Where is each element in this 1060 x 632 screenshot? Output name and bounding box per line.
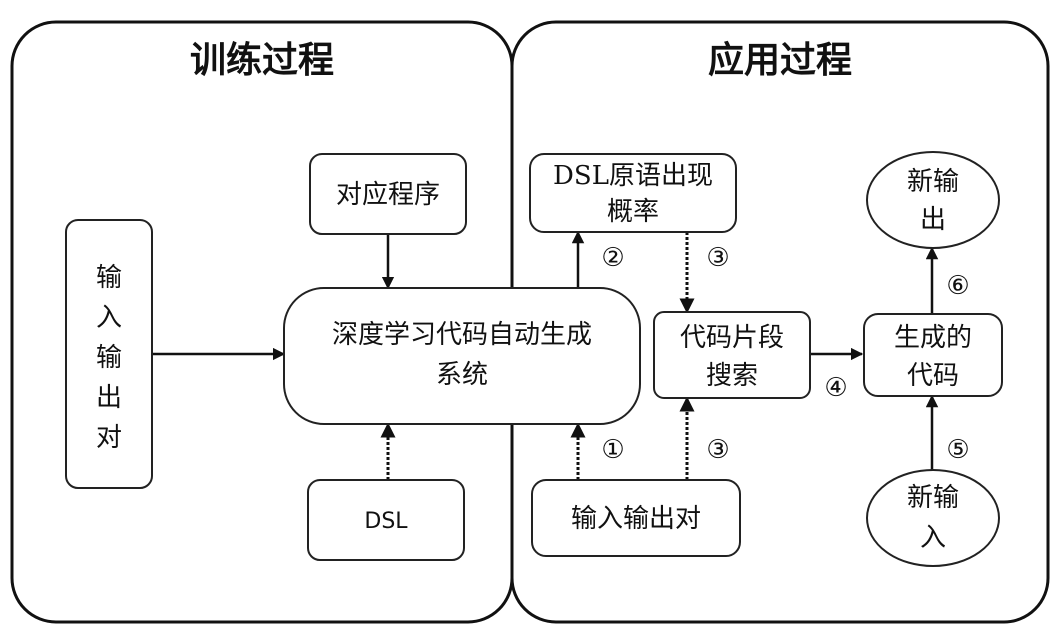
step-badge: ⑥ [946,271,969,301]
new-input-label-line1: 新输 [907,483,959,513]
dsl-prob-box: DSL原语出现 概率 [529,153,737,233]
io-pairs-char: 出 [96,383,122,413]
program-label: 对应程序 [336,180,440,210]
step-badge: ④ [824,373,847,403]
step-badge: ③ [706,435,729,465]
new-input-ellipse: 新输 入 [866,469,1000,567]
code-search-label-line1: 代码片段 [680,323,784,353]
dsl-box: DSL [307,479,465,561]
gen-code-label-line2: 代码 [907,361,959,391]
io-pairs-char: 输 [96,263,122,293]
training-panel-title: 训练过程 [190,40,334,81]
application-panel-title: 应用过程 [708,40,852,81]
dl-system-box: 深度学习代码自动生成 系统 [283,287,641,425]
dl-system-label-line1: 深度学习代码自动生成 [332,320,592,350]
io-pairs-char: 入 [96,303,122,333]
dl-system-label-line2: 系统 [436,360,488,390]
new-output-label-line2: 出 [920,205,946,235]
dsl-prob-label-line1: DSL原语出现 [553,161,713,191]
new-output-ellipse: 新输 出 [866,151,1000,249]
gen-code-label-line1: 生成的 [894,323,972,353]
new-output-label-line1: 新输 [907,167,959,197]
connectors [152,230,939,480]
io-pair-app-box: 输入输出对 [531,479,741,557]
program-box: 对应程序 [309,153,467,235]
io-pairs-char: 输 [96,343,122,373]
step-badge: ③ [706,243,729,273]
step-badge: ② [601,243,624,273]
step-badges: ① ② ③ ③ ④ ⑤ ⑥ [601,243,969,465]
code-search-box: 代码片段 搜索 [653,311,811,399]
io-pair-app-label: 输入输出对 [571,504,701,534]
code-search-label-line2: 搜索 [706,361,758,391]
step-badge: ⑤ [946,435,969,465]
dsl-prob-label-line2: 概率 [607,197,659,227]
dsl-label: DSL [364,509,408,534]
new-input-label-line2: 入 [920,523,946,553]
io-pairs-box: 输 入 输 出 对 [65,219,153,489]
step-badge: ① [601,435,624,465]
io-pairs-char: 对 [96,423,122,453]
gen-code-box: 生成的 代码 [863,313,1003,397]
